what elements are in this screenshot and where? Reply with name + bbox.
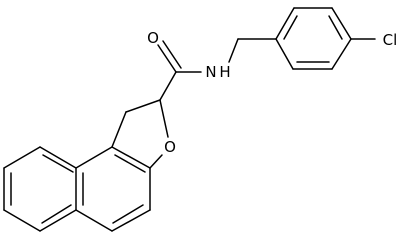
bond-nap-b-6 bbox=[75, 146, 113, 169]
bonds bbox=[3, 7, 376, 232]
bond-c2-c1 bbox=[125, 99, 161, 113]
bond-nap-a-inner-1 bbox=[42, 154, 74, 173]
bond-phenyl-inner-3 bbox=[328, 15, 343, 40]
bond-n-ch2 bbox=[228, 38, 239, 63]
bond-phenyl-4 bbox=[331, 7, 352, 40]
bond-nap-a-inner-3 bbox=[41, 204, 72, 224]
bond-phenyl-1 bbox=[275, 38, 294, 70]
chemical-structure-diagram: O N H Cl O bbox=[3, 7, 397, 232]
bond-nap-a-4 bbox=[3, 209, 41, 232]
bond-nap-b-4 bbox=[75, 209, 113, 232]
bond-carbonyl-c-o-1 bbox=[157, 44, 177, 73]
bond-nap-a-2 bbox=[3, 146, 41, 169]
bond-carbonyl-c-o-2 bbox=[162, 40, 182, 69]
bond-o-c3a bbox=[149, 154, 163, 169]
bond-phenyl-inner-1 bbox=[283, 15, 298, 40]
atom-label-carbonyl-oxygen: O bbox=[147, 29, 159, 47]
bond-nap-a-1 bbox=[39, 146, 77, 169]
bond-phenyl-3 bbox=[331, 38, 352, 70]
bond-phenyl-6 bbox=[275, 7, 295, 40]
bond-c2-o bbox=[159, 99, 169, 138]
atom-label-ring-oxygen: O bbox=[164, 138, 176, 156]
bond-nap-b-1 bbox=[111, 146, 151, 169]
atom-label-amide-hydrogen: H bbox=[219, 63, 230, 81]
bond-nap-b-3 bbox=[111, 209, 151, 232]
atom-labels: O N H Cl O bbox=[147, 29, 397, 156]
atom-label-amide-nitrogen: N bbox=[205, 63, 216, 81]
bond-c1-c9b bbox=[111, 111, 127, 148]
bond-carbonyl-c-c2 bbox=[159, 71, 177, 101]
bond-nap-b-inner-2 bbox=[112, 204, 144, 224]
atom-label-chlorine: Cl bbox=[383, 31, 398, 49]
bond-nap-a-5 bbox=[39, 209, 77, 232]
bond-nap-b-inner-1 bbox=[114, 154, 146, 173]
